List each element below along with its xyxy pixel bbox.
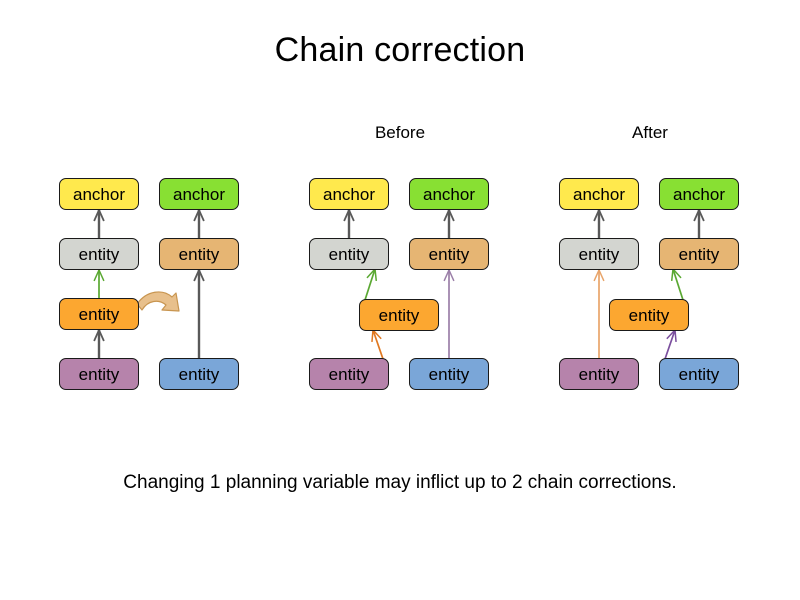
entity-node: entity: [659, 238, 739, 270]
anchor-node: anchor: [659, 178, 739, 210]
anchor-node: anchor: [159, 178, 239, 210]
anchor-node: anchor: [409, 178, 489, 210]
entity-node: entity: [409, 238, 489, 270]
entity-node: entity: [159, 238, 239, 270]
entity-node: entity: [559, 358, 639, 390]
group-label-after: After: [632, 123, 668, 142]
entity-node: entity: [309, 358, 389, 390]
anchor-node: anchor: [309, 178, 389, 210]
anchor-node: anchor: [59, 178, 139, 210]
entity-node: entity: [59, 358, 139, 390]
group-label-before: Before: [374, 123, 426, 142]
entity-node: entity: [409, 358, 489, 390]
page-title: Chain correction: [274, 31, 526, 69]
entity-node: entity: [59, 298, 139, 330]
anchor-node: anchor: [559, 178, 639, 210]
entity-node: entity: [559, 238, 639, 270]
entity-node: entity: [609, 299, 689, 331]
slide-caption: Changing 1 planning variable may inflict…: [123, 472, 677, 493]
move-arrow-icon: [136, 291, 180, 312]
entity-node: entity: [359, 299, 439, 331]
entity-node: entity: [159, 358, 239, 390]
entity-node: entity: [309, 238, 389, 270]
entity-node: entity: [59, 238, 139, 270]
entity-node: entity: [659, 358, 739, 390]
